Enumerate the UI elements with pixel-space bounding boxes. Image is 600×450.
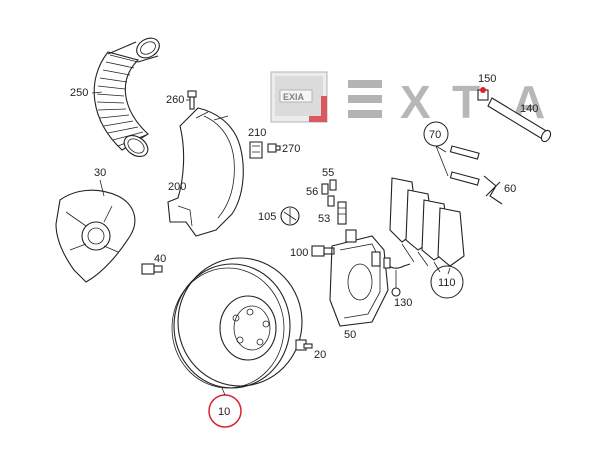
callout-105: 105 [258,211,276,223]
callout-53: 53 [318,213,330,225]
screw-270 [267,143,281,153]
guide-pin-53 [337,201,347,225]
bolt-40 [141,263,163,275]
guide-bolts-70 [435,145,480,186]
brake-pads-110 [389,177,465,275]
logo-letter-t: T [452,76,480,128]
leader-10 [221,387,226,396]
pin-150 [477,87,489,101]
spring-clip-60 [483,175,503,205]
brake-disc-10 [171,257,303,389]
callout-210: 210 [248,127,266,139]
callout-260: 260 [166,94,184,106]
watermark-logo: EXIA X T A [270,71,545,128]
callout-150: 150 [478,73,496,85]
leader-30 [99,179,105,197]
leader-250 [91,91,103,94]
callout-56: 56 [306,186,318,198]
caliper-50 [329,229,389,327]
callout-10: 10 [218,406,230,418]
callout-40: 40 [154,253,166,265]
bolt-100 [311,245,335,257]
cover-plate-200 [167,107,244,237]
callout-20: 20 [314,349,326,361]
callout-50: 50 [344,329,356,341]
callout-110: 110 [438,277,456,289]
callout-55: 55 [322,167,334,179]
callout-200: 200 [168,181,186,193]
screw-20 [295,339,313,351]
callout-100: 100 [290,247,308,259]
wear-sensor-130 [383,257,411,297]
clip-210 [249,141,263,159]
sleeve-140 [487,97,552,143]
caps-56-55 [321,179,337,207]
bolt-260 [187,90,197,110]
callout-270: 270 [282,143,300,155]
callout-circle-110 [430,265,464,299]
air-duct-250 [93,37,160,158]
callout-70: 70 [429,129,441,141]
splash-shield-30 [55,189,136,283]
logo-wordmark: EXIA [283,92,305,102]
callout-60: 60 [504,183,516,195]
callout-30: 30 [94,167,106,179]
callout-250: 250 [70,87,88,99]
callout-140: 140 [520,103,538,115]
callout-130: 130 [394,297,412,309]
logo-letter-x: X [400,76,431,128]
spring-105 [280,206,300,226]
